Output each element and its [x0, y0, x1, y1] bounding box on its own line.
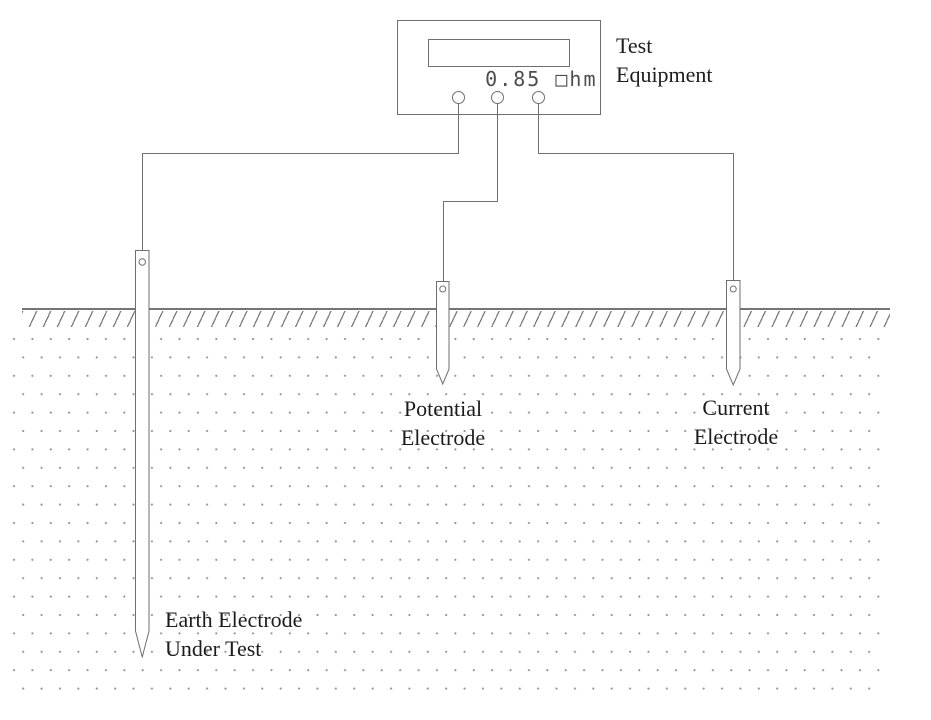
wire-potential-segment-across	[443, 201, 498, 202]
current-electrode-label: Current Electrode	[666, 393, 806, 451]
ground-surface-line	[22, 308, 890, 310]
wire-potential-segment-drop	[443, 201, 444, 282]
earth-electrode-label-line2: Under Test	[165, 636, 262, 661]
wire-current-segment-down	[538, 103, 539, 154]
soil-texture	[10, 332, 882, 694]
potential-electrode-eyelet	[439, 285, 447, 293]
potential-electrode-label-line1: Potential	[403, 396, 483, 421]
current-electrode-label-line1: Current	[702, 395, 770, 420]
ground-hatching	[22, 311, 890, 327]
current-electrode-rod	[726, 280, 741, 387]
potential-electrode-rod	[436, 281, 450, 385]
lcd-display: 0.85 □hm	[428, 39, 595, 91]
wire-potential-segment-down	[497, 103, 498, 202]
wire-current-segment-drop	[733, 153, 734, 281]
wire-current-segment-across	[538, 153, 734, 154]
test-equipment-label: Test Equipment	[616, 31, 766, 89]
wire-earth-segment-down	[458, 103, 459, 154]
test-equipment-label-line2: Equipment	[616, 62, 713, 87]
current-electrode-eyelet	[729, 285, 737, 293]
test-equipment-label-line1: Test	[616, 33, 653, 58]
earth-electrode-rod	[135, 250, 150, 658]
wire-earth-segment-across	[142, 153, 459, 154]
potential-electrode-label: Potential Electrode	[373, 394, 513, 452]
current-electrode-label-line2: Electrode	[693, 424, 779, 449]
wire-earth-segment-drop	[142, 153, 143, 251]
lcd-display-value: 0.85 □hm	[485, 67, 598, 91]
earth-electrode-label: Earth Electrode Under Test	[165, 605, 375, 663]
potential-electrode-label-line2: Electrode	[400, 425, 486, 450]
earth-electrode-label-line1: Earth Electrode	[165, 607, 303, 632]
earth-electrode-eyelet	[138, 258, 146, 266]
